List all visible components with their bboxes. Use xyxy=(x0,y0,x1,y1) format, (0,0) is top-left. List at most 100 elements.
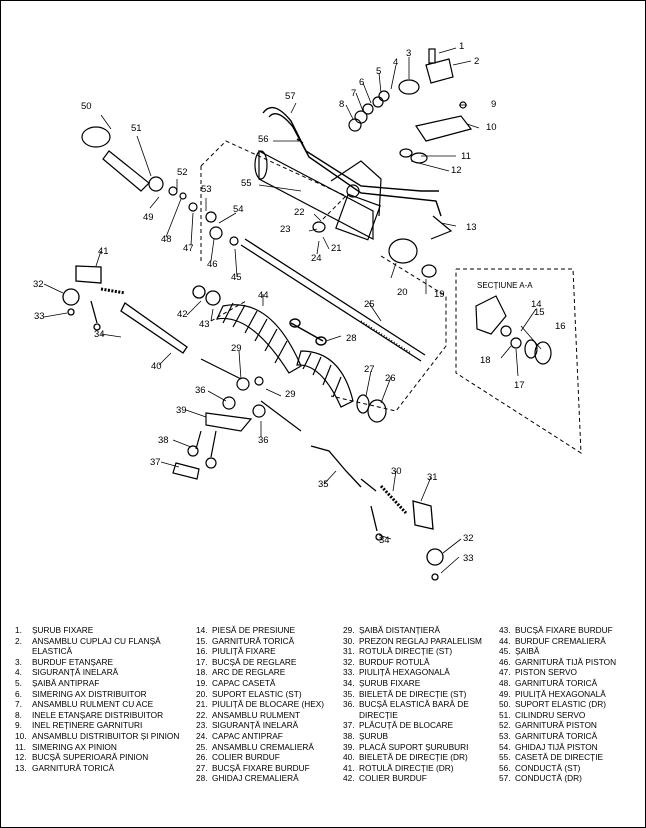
legend-text: CASETĂ DE DIRECȚIE xyxy=(515,752,604,763)
legend-item: 16.PIULIȚĂ FIXARE xyxy=(196,646,341,657)
legend-number: 57. xyxy=(499,773,511,784)
legend-number: 33. xyxy=(343,667,355,678)
legend-item: 4.SIGURANȚĂ INELARĂ xyxy=(15,667,191,678)
legend-item: 3.BURDUF ETANȘARE xyxy=(15,657,191,668)
legend-number: 10. xyxy=(15,730,27,741)
callout-36-a: 36 xyxy=(195,385,206,396)
callout-9: 9 xyxy=(491,99,496,110)
legend-text: CONDUCTĂ (ST) xyxy=(515,762,581,773)
legend-number: 25. xyxy=(196,741,208,752)
legend-text: COLIER BURDUF xyxy=(359,773,427,784)
legend-text: GARNITURĂ TORICĂ xyxy=(515,730,598,741)
legend-text: ROTULĂ DIRECȚIE (DR) xyxy=(359,762,454,773)
rack-bar xyxy=(240,238,426,362)
callout-31: 31 xyxy=(427,472,438,483)
legend-item: 9.INEL REȚINERE GARNITURI xyxy=(15,720,191,731)
legend-number: 41. xyxy=(343,762,355,773)
legend-item: 50.SUPORT ELASTIC (DR) xyxy=(499,699,635,710)
legend-item: 28. GHIDAJ CREMALIERĂ xyxy=(196,773,341,784)
legend-text: CAPAC CASETĂ xyxy=(212,677,276,688)
legend-number: 7. xyxy=(15,699,22,710)
legend-item: 52.GARNITURĂ PISTON xyxy=(499,720,635,731)
legend-text: SIGURANȚĂ INELARĂ xyxy=(32,667,119,678)
legend-text: ANSAMBLU RULMENT CU ACE xyxy=(32,699,154,710)
legend-text: PREZON REGLAJ PARALELISM xyxy=(359,635,482,646)
legend-text: GHIDAJ CREMALIERĂ xyxy=(212,773,299,784)
legend-number: 40. xyxy=(343,752,355,763)
callout-21: 21 xyxy=(331,243,342,254)
rack-housing xyxy=(254,150,382,241)
legend-number: 30. xyxy=(343,635,355,646)
legend-text: COLIER BURDUF xyxy=(212,752,280,763)
legend-column: 1.ȘURUB FIXARE 2.ANSAMBLU CUPLAJ CU FLAN… xyxy=(15,625,191,773)
legend-item: 10. ANSAMBLU DISTRIBUITOR ȘI PINION xyxy=(15,731,191,742)
legend-item: 26.COLIER BURDUF xyxy=(196,752,341,763)
callout-36-b: 36 xyxy=(258,435,269,446)
legend-number: 5. xyxy=(15,677,22,688)
legend-item: 51.CILINDRU SERVO xyxy=(499,710,635,721)
center-bracket xyxy=(172,358,302,480)
rack-boot-left xyxy=(215,302,302,374)
legend-number: 56. xyxy=(499,762,511,773)
callout-13: 13 xyxy=(466,222,477,233)
callout-labels: 1 2 3 4 5 6 7 8 9 10 11 12 13 14 15 16 1… xyxy=(33,41,566,564)
rack-boot-right xyxy=(296,350,387,423)
legend-text: GARNITURĂ TORICĂ xyxy=(515,677,598,688)
callout-45: 45 xyxy=(231,272,242,283)
legend-text: PIESĂ DE PRESIUNE xyxy=(212,625,295,635)
legend-number: 52. xyxy=(499,720,511,731)
servo-cylinder-parts xyxy=(81,126,239,246)
callout-50: 50 xyxy=(81,101,92,112)
legend-item: 27.BUCȘĂ FIXARE BURDUF xyxy=(196,763,341,774)
legend-number: 9. xyxy=(15,720,22,731)
callout-29-a: 29 xyxy=(231,343,242,354)
legend-text: ARC DE REGLARE xyxy=(212,667,286,678)
legend-text: BIELETĂ DE DIRECȚIE (ST) xyxy=(359,688,467,699)
callout-33-b: 33 xyxy=(463,553,474,564)
legend-text: ȘAIBĂ DISTANȚIERĂ xyxy=(359,625,440,635)
legend-number: 49. xyxy=(499,688,511,699)
legend-item: 48.GARNITURĂ TORICĂ xyxy=(499,678,635,689)
legend-number: 24. xyxy=(196,730,208,741)
legend-text: PISTON SERVO xyxy=(515,667,577,678)
phantom-outline-upper xyxy=(200,140,447,412)
legend-number: 17. xyxy=(196,656,208,667)
legend-number: 8. xyxy=(15,709,22,720)
callout-51: 51 xyxy=(131,123,142,134)
legend-item: 46.GARNITURĂ TIJĂ PISTON xyxy=(499,657,635,668)
legend-item: 37.PLĂCUȚĂ DE BLOCARE xyxy=(343,720,493,731)
callout-46: 46 xyxy=(207,259,218,270)
legend-item: 38.ȘURUB xyxy=(343,731,493,742)
callout-38: 38 xyxy=(158,435,169,446)
legend-item: 54.GHIDAJ TIJĂ PISTON xyxy=(499,742,635,753)
legend-item: 19.CAPAC CASETĂ xyxy=(196,678,341,689)
legend-column: 14.PIESĂ DE PRESIUNE 15.GARNITURĂ TORICĂ… xyxy=(196,625,341,784)
legend-text: BUCȘĂ SUPERIOARĂ PINION xyxy=(32,752,149,763)
legend-number: 28. xyxy=(196,773,208,784)
callout-55: 55 xyxy=(241,178,252,189)
section-a-a-frame xyxy=(455,268,582,454)
legend-text: PLACĂ SUPORT ȘURUBURI xyxy=(359,741,469,752)
legend-text: ANSAMBLU DISTRIBUITOR ȘI PINION xyxy=(32,730,180,741)
callout-18: 18 xyxy=(480,355,491,366)
legend-item: 35. BIELETĂ DE DIRECȚIE (ST) xyxy=(343,689,493,700)
legend-number: 39. xyxy=(343,741,355,752)
callout-56: 56 xyxy=(258,134,269,145)
callout-32-b: 32 xyxy=(463,533,474,544)
legend-number: 18. xyxy=(196,667,208,678)
legend-number: 42. xyxy=(343,773,355,784)
callout-43: 43 xyxy=(199,319,210,330)
legend-item: 8. INELE ETANȘARE DISTRIBUITOR xyxy=(15,710,191,721)
callout-34-b: 34 xyxy=(379,535,390,546)
legend-item: 43.BUCȘĂ FIXARE BURDUF xyxy=(499,625,635,636)
rack-guide-28 xyxy=(289,318,327,346)
legend-number: 35. xyxy=(343,688,355,699)
callout-37: 37 xyxy=(150,457,161,468)
callout-22: 22 xyxy=(294,207,305,218)
legend-text: CONDUCTĂ (DR) xyxy=(515,773,582,784)
fluid-pipes xyxy=(262,106,442,217)
legend-item: 36.BUCȘĂ ELASTICĂ BARĂ DE DIRECȚIE xyxy=(343,699,493,720)
legend-text: INELE ETANȘARE DISTRIBUITOR xyxy=(32,709,164,720)
legend-number: 21. xyxy=(196,699,208,710)
